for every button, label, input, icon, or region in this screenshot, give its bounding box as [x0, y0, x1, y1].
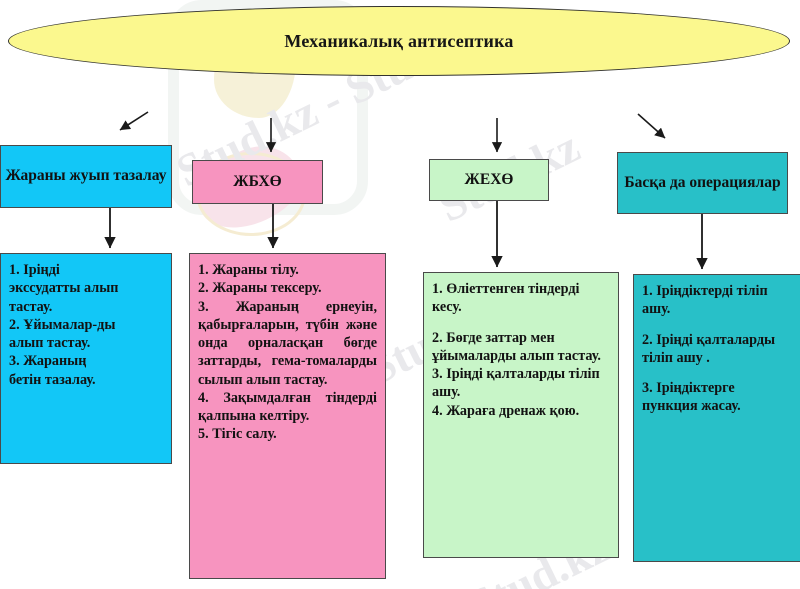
node-zbho-body[interactable]: 1. Жараны тілу. 2. Жараны тексеру. 3. Жа… [189, 253, 386, 579]
item-list: 1. Іріңдіктерді тіліп ашу. 2. Іріңді қал… [642, 282, 792, 416]
list-item: тастау. [9, 298, 53, 315]
node-zeho-header[interactable]: ЖЕХӨ [429, 159, 549, 201]
node-wash-clean-header[interactable]: Жараны жуып тазалау [0, 145, 172, 208]
diagram-title: Механикалық антисептика [8, 6, 790, 76]
node-label: ЖБХӨ [233, 172, 282, 190]
list-item: 2. Жараны тексеру. [198, 280, 322, 297]
list-item: 3. Іріңді қалталарды тіліп ашу. [432, 366, 600, 401]
list-item: 2. Бөгде заттар мен ұйымаларды алып таст… [432, 329, 601, 364]
list-item: бетін тазалау. [9, 371, 96, 388]
arrow-title-to-wash [119, 111, 149, 131]
list-item: 2. Ұйымалар-ды [9, 316, 116, 333]
list-item: 3. Жараның [9, 353, 87, 370]
spacer [642, 319, 792, 331]
list-item: 1. Жараны тілу. [198, 262, 299, 278]
node-other-operations-header[interactable]: Басқа да операциялар [617, 152, 788, 214]
node-other-operations-body[interactable]: 1. Іріңдіктерді тіліп ашу. 2. Іріңді қал… [633, 274, 800, 562]
list-item: 5. Тігіс салу. [198, 426, 277, 443]
item-list: 1. Жараны тілу. 2. Жараны тексеру. 3. Жа… [198, 261, 377, 444]
node-zbho-header[interactable]: ЖБХӨ [192, 160, 323, 204]
list-item: 1. Өліеттенген тіндерді кесу. [432, 281, 580, 316]
item-list: 1. Өліеттенген тіндерді кесу. 2. Бөгде з… [432, 280, 610, 420]
list-item: 3. Іріңдіктерге пункция жасау. [642, 380, 741, 415]
node-zeho-body[interactable]: 1. Өліеттенген тіндерді кесу. 2. Бөгде з… [423, 272, 619, 558]
arrow-title-to-other [637, 113, 666, 139]
list-item: 1. Іріңдіктерді тіліп ашу. [642, 283, 768, 318]
list-item: алып тастау. [9, 335, 91, 351]
node-label: Басқа да операциялар [624, 173, 781, 191]
node-label: ЖЕХӨ [464, 170, 514, 188]
list-item: экссудатты алып [9, 280, 119, 297]
spacer [432, 317, 610, 329]
node-label: Жараны жуып тазалау [5, 167, 167, 185]
list-item: 2. Іріңді қалталарды тіліп ашу . [642, 331, 776, 366]
list-item: 3. Жараның ернеуін, қабырғаларын, түбін … [198, 298, 377, 388]
list-item: 4. Жараға дренаж қою. [432, 402, 580, 419]
page-title: Механикалық антисептика [284, 30, 514, 51]
list-item: 4. Зақымдалған тіндерді қалпына келтіру. [198, 389, 377, 424]
list-item: 1. Іріңді [9, 262, 60, 278]
node-wash-clean-body[interactable]: 1. Іріңді экссудатты алып тастау. 2. Ұйы… [0, 253, 172, 464]
spacer [642, 367, 792, 379]
item-list: 1. Іріңді экссудатты алып тастау. 2. Ұйы… [9, 261, 163, 389]
